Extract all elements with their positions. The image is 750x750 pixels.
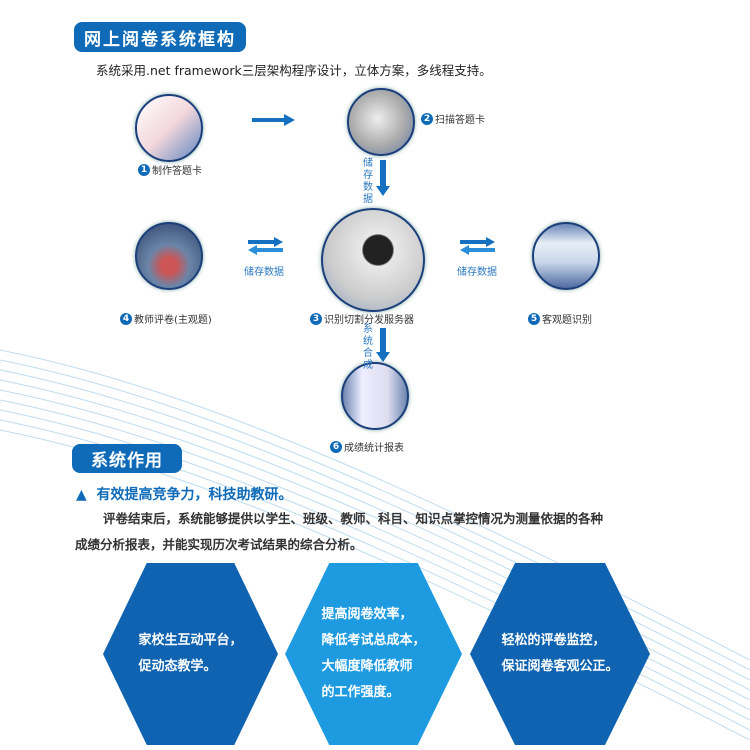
step-number: 4	[120, 312, 132, 325]
node-text: 教师评卷(主观题)	[134, 315, 212, 326]
headline-text: 有效提高竞争力，科技助教研。	[96, 487, 293, 503]
arrow-left-icon	[460, 245, 495, 255]
server-image	[321, 208, 425, 312]
hexagon-text: 轻松的评卷监控，保证阅卷客观公正。	[501, 633, 619, 674]
teacher-grading-image	[135, 222, 203, 290]
node-text: 识别切割分发服务器	[324, 315, 414, 326]
synthesis-label: 系统合成	[363, 324, 373, 371]
headline: ▲ 有效提高竞争力，科技助教研。	[76, 484, 293, 504]
score-report-image	[341, 362, 409, 430]
objective-recognition-image	[532, 222, 600, 290]
step-number: 1	[138, 163, 150, 176]
arrow-right-icon	[248, 237, 283, 247]
section-title-architecture: 网上阅卷系统框构	[74, 22, 246, 52]
triangle-icon: ▲	[76, 487, 97, 503]
step-number: 6	[330, 440, 342, 453]
arrow-right-icon	[460, 237, 495, 247]
answer-card-image	[135, 94, 203, 162]
architecture-description: 系统采用.net framework三层架构程序设计，立体方案，多线程支持。	[96, 63, 492, 78]
step-number: 3	[310, 312, 322, 325]
section-title-functions: 系统作用	[72, 444, 182, 473]
step-number: 5	[528, 312, 540, 325]
hexagon-text: 提高阅卷效率，降低考试总成本，大幅度降低教师的工作强度。	[321, 607, 426, 700]
node-text: 客观题识别	[542, 315, 592, 326]
arrow-down-icon	[376, 328, 390, 362]
node-text: 制作答题卡	[152, 166, 202, 177]
store-data-label-right: 储存数据	[457, 267, 497, 278]
arrow-right-icon	[252, 114, 295, 126]
node-text: 成绩统计报表	[344, 443, 404, 454]
scanner-image	[347, 88, 415, 156]
description-line-2: 成绩分析报表，并能实现历次考试结果的综合分析。	[75, 537, 363, 552]
store-data-label-down: 储存数据	[363, 158, 373, 205]
flow-arrows	[248, 114, 495, 362]
arrow-down-icon	[376, 160, 390, 196]
decorative-wave-lines	[0, 349, 750, 741]
step-number: 2	[421, 112, 433, 125]
hexagon-text: 家校生互动平台，促动态教学。	[138, 633, 243, 674]
arrow-left-icon	[248, 245, 283, 255]
node-text: 扫描答题卡	[435, 115, 485, 126]
store-data-label-left: 储存数据	[244, 267, 284, 278]
description-line-1: 评卷结束后，系统能够提供以学生、班级、教师、科目、知识点掌控情况为测量依据的各种	[103, 511, 604, 526]
